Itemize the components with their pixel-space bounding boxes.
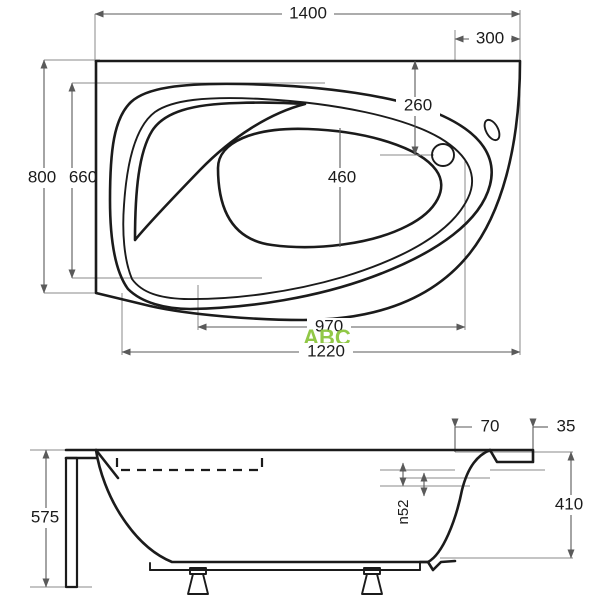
- tub-rim-overhang: [488, 448, 535, 464]
- dimension-label-660: 660: [69, 167, 97, 186]
- side-view-extension-lines: [30, 423, 573, 588]
- bath-headrest-leaf: [133, 101, 307, 242]
- dimension-label-1400: 1400: [289, 3, 327, 22]
- top-view-group: 1400 300 800 660: [18, 3, 522, 361]
- bath-rim-curve-inner: [122, 97, 473, 301]
- dimension-460: 460: [320, 128, 364, 247]
- dimension-575: 575: [18, 449, 74, 588]
- dimension-1220: 1220: [121, 341, 521, 361]
- dimension-970: 970: [197, 316, 466, 336]
- dimension-1400: 1400: [94, 3, 521, 23]
- bath-bowl-inner: [216, 127, 443, 249]
- bath-outer-outline: [94, 59, 522, 322]
- dimension-label-410: 410: [555, 494, 583, 513]
- dimension-label-70: 70: [481, 416, 500, 435]
- dimension-label-1220: 1220: [307, 341, 345, 360]
- dimension-label-800: 800: [28, 167, 56, 186]
- top-view-extension-lines: [44, 10, 521, 355]
- dimension-n52: n52: [395, 462, 428, 525]
- tub-left-inner-slope: [94, 448, 120, 480]
- dimension-410: 410: [542, 451, 596, 559]
- dimension-260: 260: [380, 60, 440, 156]
- dimension-800: 800: [18, 59, 66, 294]
- dimension-label-575: 575: [31, 507, 59, 526]
- dimension-label-300: 300: [476, 28, 504, 47]
- tub-body-section-outline: [94, 448, 492, 564]
- side-view-group: 70 35 575 410 n52: [18, 416, 596, 595]
- drain-hole-icon: [431, 143, 455, 167]
- support-foot-right: [361, 567, 383, 595]
- dimension-label-260: 260: [404, 95, 432, 114]
- tub-base-notch: [418, 559, 457, 572]
- dimension-660: 660: [62, 82, 104, 279]
- dimension-label-460: 460: [328, 167, 356, 186]
- dimension-label-35: 35: [557, 416, 576, 435]
- bath-rim-curve-outer: [108, 82, 493, 311]
- overflow-hole-icon: [483, 118, 501, 142]
- dimension-label-n52: n52: [395, 499, 412, 524]
- dimension-35: 35: [529, 416, 584, 452]
- support-foot-left: [187, 567, 209, 595]
- dimension-label-970: 970: [315, 316, 343, 335]
- apron-panel: [64, 456, 79, 589]
- headrest-dashed-outline: [115, 458, 264, 472]
- dimension-70: 70: [451, 416, 508, 452]
- dimension-300: 300: [454, 28, 521, 48]
